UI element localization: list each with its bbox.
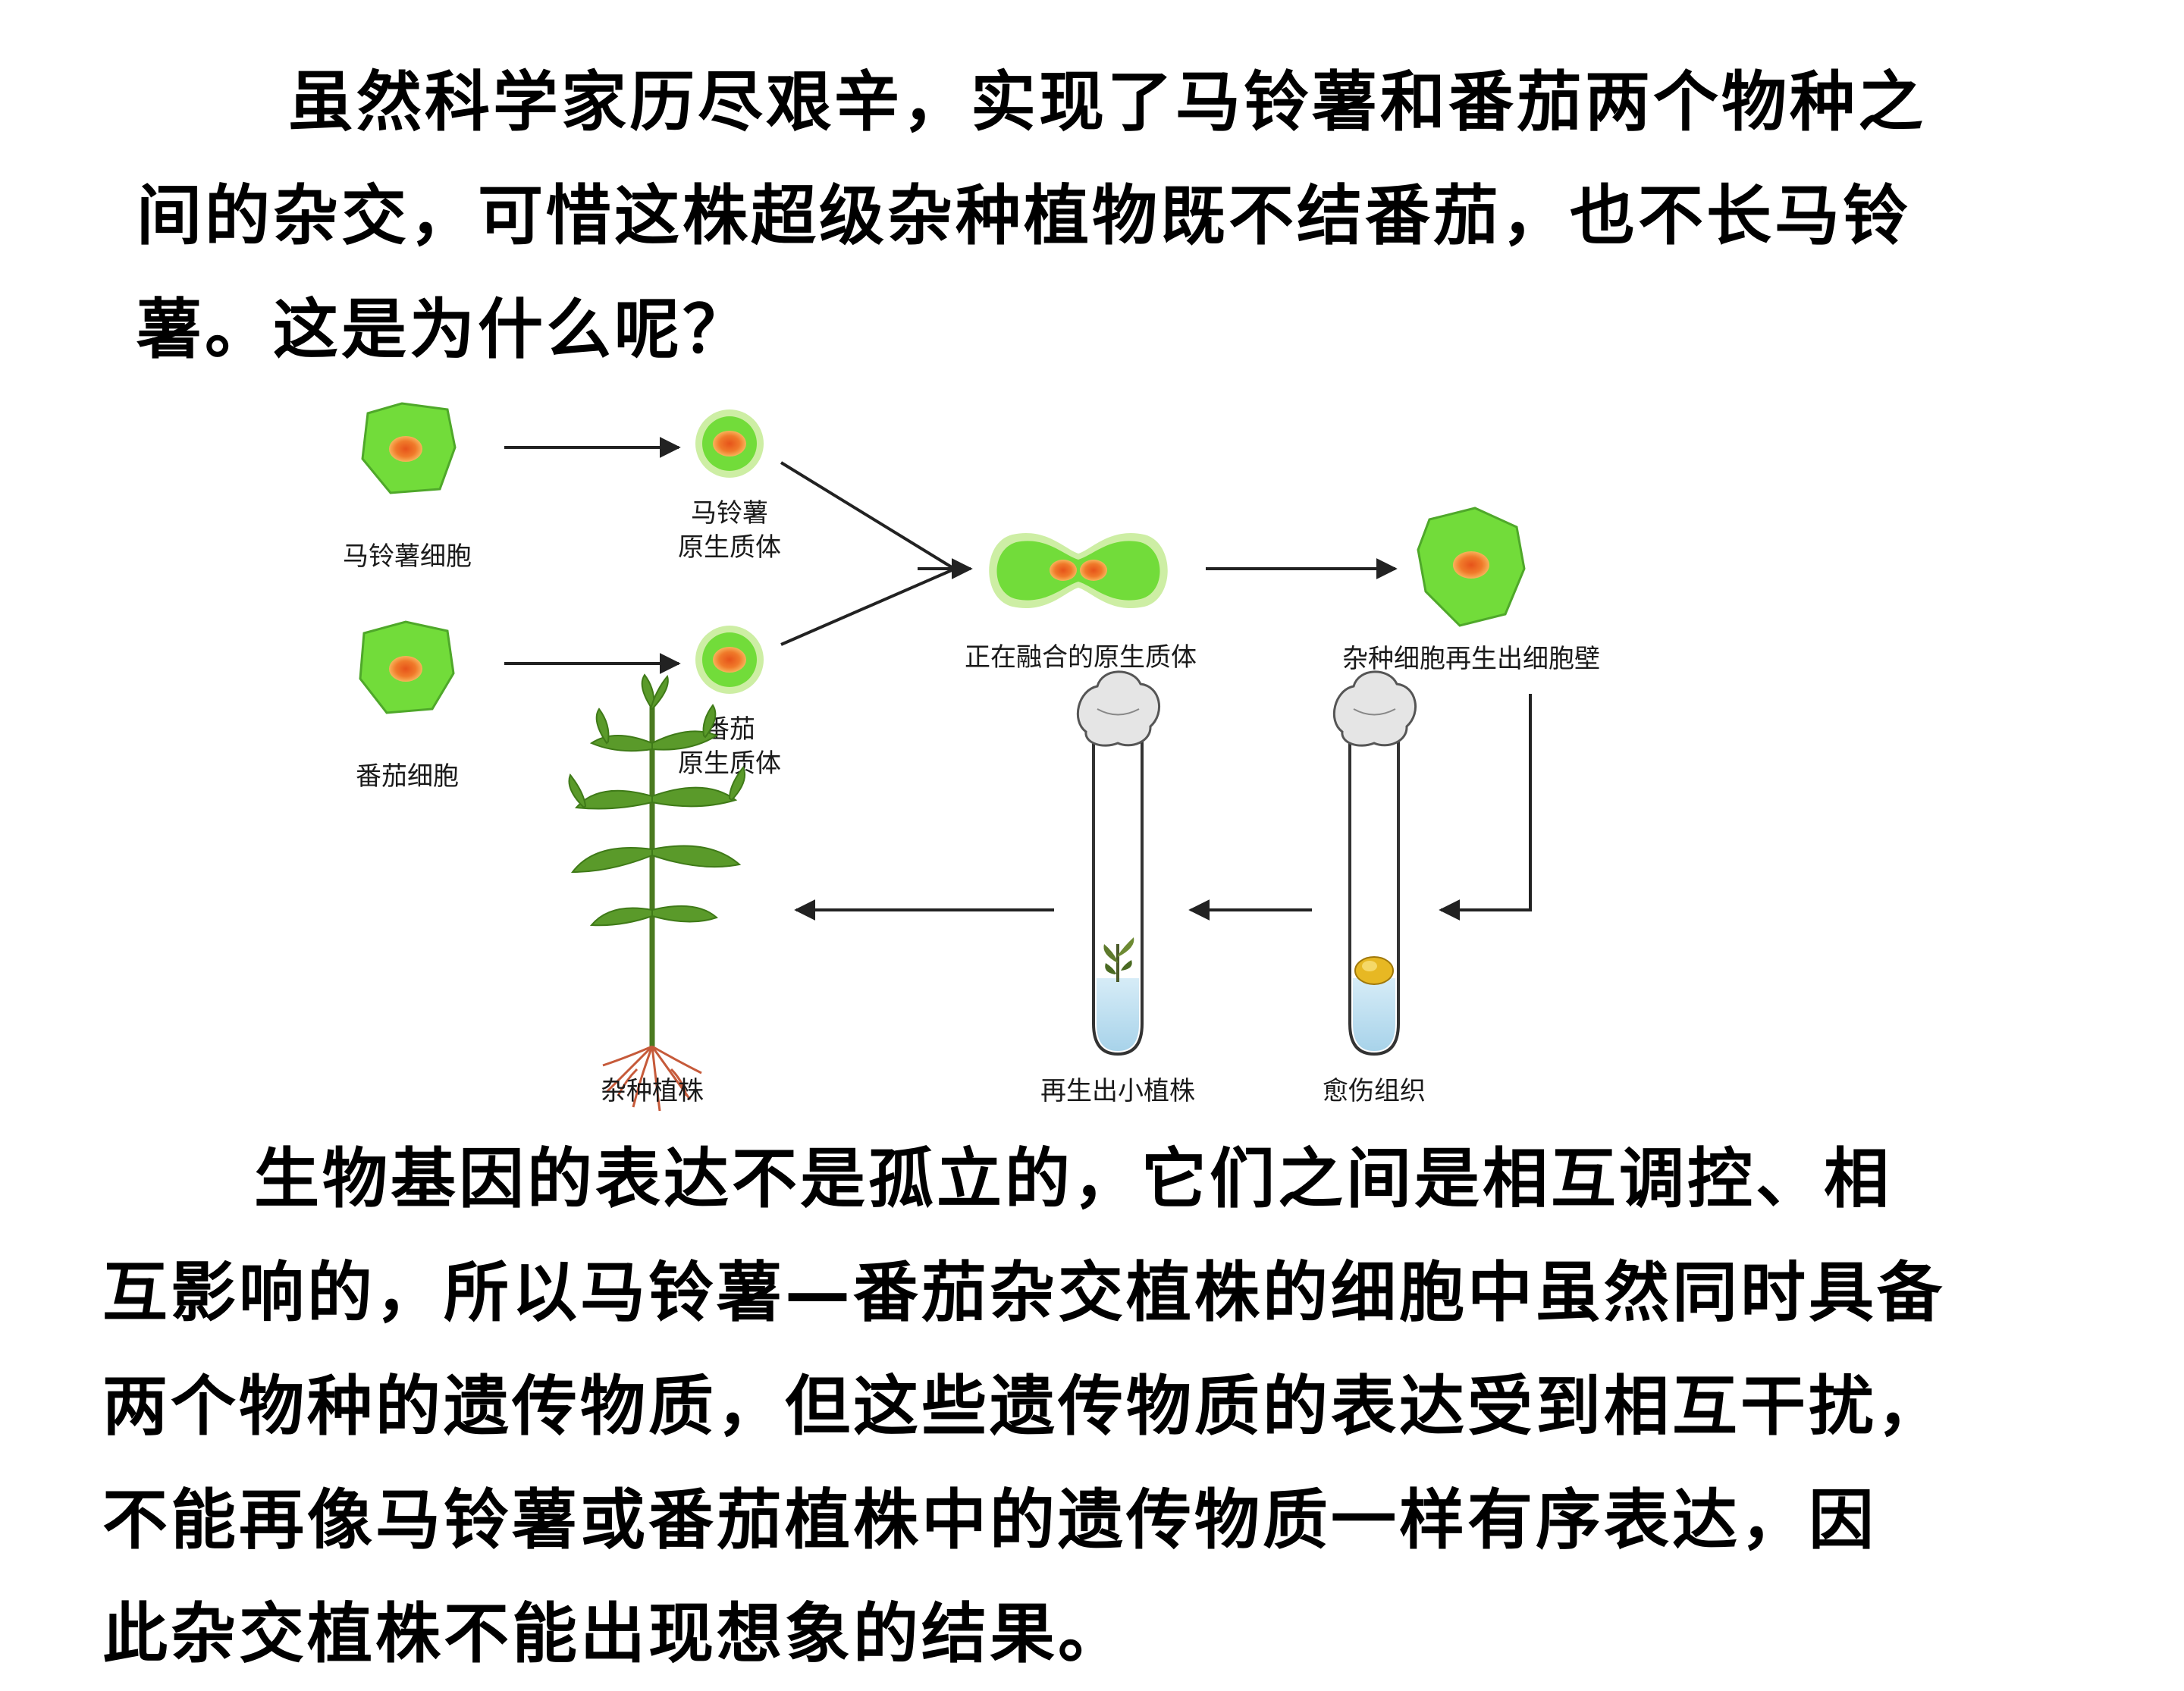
fusing-protoplast bbox=[989, 532, 1168, 609]
intro-line-2: 间的杂交，可惜这株超级杂种植物既不结番茄，也不长马铃 bbox=[136, 178, 1911, 254]
somatic-hybridization-diagram: 马铃薯细胞 番茄细胞 马铃薯 原生质体 番茄 原生质体 正在融合的原生质体 bbox=[343, 402, 1600, 1112]
intro-line-1: 虽然科学家历尽艰辛，实现了马铃薯和番茄两个物种之 bbox=[288, 64, 1926, 140]
arrow-to-callus bbox=[1439, 694, 1532, 921]
arrow-tomato-converge bbox=[780, 569, 952, 646]
answer-line-3: 两个物种的遗传物质，但这些遗传物质的表达受到相互干扰， bbox=[102, 1369, 1945, 1445]
label-hybrid-plant: 杂种植株 bbox=[601, 1076, 704, 1106]
potato-protoplast bbox=[695, 409, 764, 478]
tomato-protoplast bbox=[695, 626, 764, 694]
hybrid-cell-with-wall bbox=[1417, 507, 1526, 627]
answer-line-4: 不能再像马铃薯或番茄植株中的遗传物质一样有序表达，因 bbox=[102, 1482, 1877, 1558]
answer-line-2: 互影响的，所以马铃薯—番茄杂交植株的细胞中虽然同时具备 bbox=[102, 1255, 1945, 1331]
callus-test-tube bbox=[1332, 670, 1417, 1056]
arrow-potato-converge bbox=[780, 461, 953, 569]
label-tomato-cell: 番茄细胞 bbox=[356, 761, 459, 792]
intro-line-3: 薯。这是为什么呢？ bbox=[136, 292, 751, 368]
label-callus: 愈伤组织 bbox=[1323, 1076, 1426, 1106]
intro-paragraph: 虽然科学家历尽艰辛，实现了马铃薯和番茄两个物种之 间的杂交，可惜这株超级杂种植物… bbox=[136, 45, 2078, 387]
tomato-cell bbox=[359, 620, 455, 714]
label-regenerate-wall: 杂种细胞再生出细胞壁 bbox=[1342, 644, 1600, 674]
label-plantlet: 再生出小植株 bbox=[1040, 1076, 1195, 1106]
answer-paragraph: 生物基因的表达不是孤立的，它们之间是相互调控、相 互影响的，所以马铃薯—番茄杂交… bbox=[102, 1122, 2120, 1691]
answer-line-5: 此杂交植株不能出现想象的结果。 bbox=[102, 1596, 1126, 1672]
label-potato-protoplast-1: 马铃薯 bbox=[691, 498, 768, 529]
hybrid-plant bbox=[568, 673, 746, 1112]
answer-line-1: 生物基因的表达不是孤立的，它们之间是相互调控、相 bbox=[254, 1141, 1892, 1217]
label-potato-protoplast-2: 原生质体 bbox=[678, 532, 781, 563]
label-potato-cell: 马铃薯细胞 bbox=[343, 541, 472, 572]
label-fusing: 正在融合的原生质体 bbox=[965, 642, 1197, 673]
potato-cell bbox=[361, 402, 457, 494]
label-tomato-protoplast-2: 原生质体 bbox=[678, 748, 781, 779]
plantlet-test-tube bbox=[1076, 670, 1161, 1056]
